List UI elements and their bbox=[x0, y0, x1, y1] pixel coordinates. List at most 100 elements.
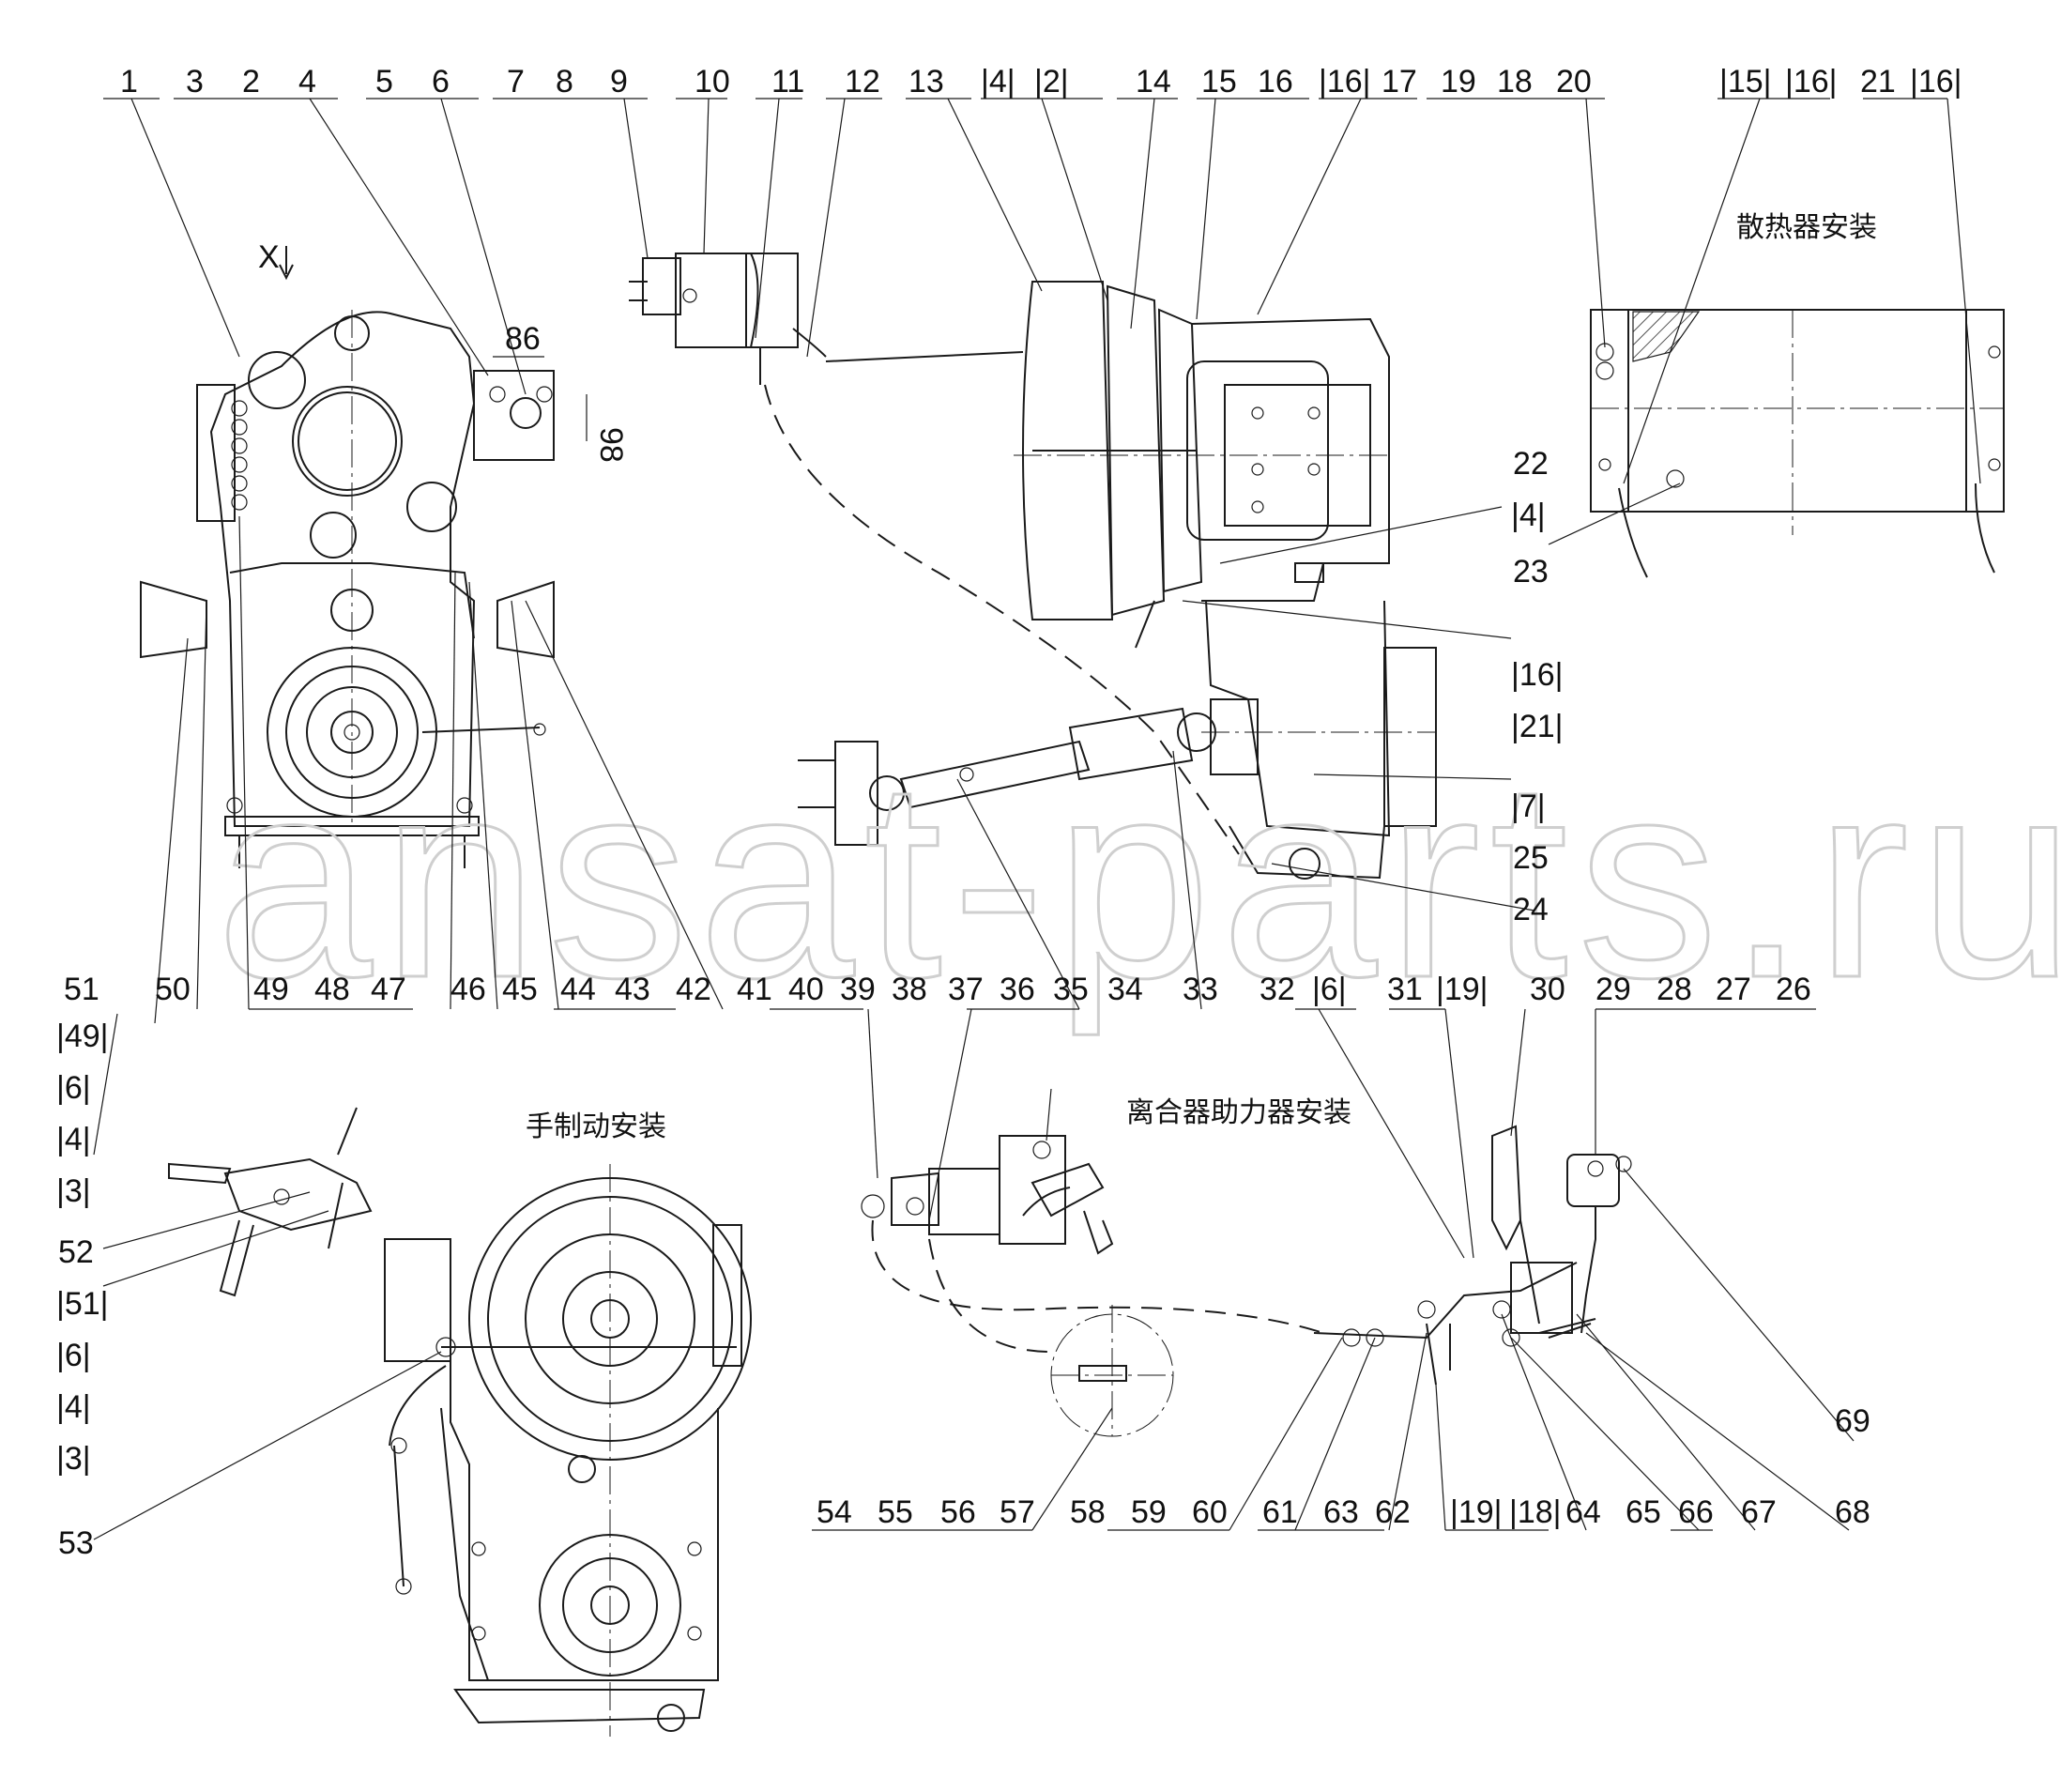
clutch-gearbox-side-view bbox=[1014, 281, 1437, 880]
callout-label: 26 bbox=[1776, 972, 1811, 1007]
callout-label: |18| bbox=[1509, 1494, 1561, 1530]
radiator-installation: 散热器安装 bbox=[1590, 211, 2005, 578]
svg-text:98: 98 bbox=[593, 427, 629, 463]
transmission-front-view bbox=[140, 310, 555, 868]
callout-label: |6| bbox=[56, 1338, 91, 1373]
callout-label: 12 bbox=[845, 64, 880, 100]
callout-label: |2| bbox=[1034, 64, 1069, 100]
callout-label: 58 bbox=[1070, 1494, 1106, 1530]
callout-label: 59 bbox=[1131, 1494, 1167, 1530]
callout-label: 14 bbox=[1136, 64, 1171, 100]
callout-label: 61 bbox=[1262, 1494, 1298, 1530]
callout-label: |3| bbox=[56, 1173, 91, 1209]
callout-label: |21| bbox=[1511, 709, 1563, 744]
callouts-right: 22 |4| 23 |16| |21| |7| 25 24 bbox=[1511, 446, 1563, 927]
callout-label: 36 bbox=[1000, 972, 1035, 1007]
callout-label: 63 bbox=[1323, 1494, 1359, 1530]
callout-label: 8 bbox=[556, 64, 573, 100]
callout-label: 51 bbox=[64, 972, 99, 1007]
callout-label: 22 bbox=[1513, 446, 1549, 482]
view-x-marker: X bbox=[258, 239, 294, 281]
callout-label: 48 bbox=[314, 972, 350, 1007]
callout-label: |16| bbox=[1511, 657, 1563, 693]
callout-label: |6| bbox=[1312, 972, 1347, 1007]
callout-label: |4| bbox=[1511, 498, 1546, 533]
dimension-98: 98 bbox=[586, 394, 629, 463]
callout-label: 24 bbox=[1513, 892, 1549, 927]
watermark-text: ansat-parts.ru bbox=[216, 721, 2061, 1038]
callout-label: 56 bbox=[940, 1494, 976, 1530]
callouts-left-stack-a: |49| |6| |4| |3| bbox=[56, 1019, 108, 1209]
callout-label: 55 bbox=[878, 1494, 913, 1530]
callout-label: 52 bbox=[58, 1234, 94, 1270]
callout-label: 28 bbox=[1656, 972, 1692, 1007]
callout-label: 17 bbox=[1382, 64, 1417, 100]
callout-label: |4| bbox=[981, 64, 1015, 100]
leader-lines bbox=[93, 98, 1981, 1540]
callout-label: 5 bbox=[375, 64, 393, 100]
callout-label: 25 bbox=[1513, 840, 1549, 876]
callout-label: 38 bbox=[892, 972, 927, 1007]
callouts-left-stack-b: 52 |51| |6| |4| |3| 53 bbox=[56, 1234, 108, 1561]
callout-label: |6| bbox=[56, 1070, 91, 1106]
callout-label: 68 bbox=[1835, 1494, 1870, 1530]
callout-label: 65 bbox=[1626, 1494, 1661, 1530]
callout-label: 23 bbox=[1513, 554, 1549, 590]
svg-text:86: 86 bbox=[505, 321, 541, 357]
callout-label: 3 bbox=[186, 64, 204, 100]
callout-label: 19 bbox=[1441, 64, 1476, 100]
callout-label: |51| bbox=[56, 1286, 108, 1322]
callout-label: 69 bbox=[1835, 1403, 1870, 1439]
callout-label: 45 bbox=[502, 972, 538, 1007]
callout-label: 6 bbox=[432, 64, 450, 100]
callout-label: 15 bbox=[1201, 64, 1237, 100]
callout-label: 2 bbox=[242, 64, 260, 100]
callouts-top: 1 3 2 4 5 6 7 8 9 10 11 12 13 |4| |2| 14… bbox=[120, 64, 1962, 100]
callouts-middle: 51 50 49 48 47 46 45 44 43 42 41 40 39 3… bbox=[64, 972, 1811, 1007]
callout-label: 29 bbox=[1595, 972, 1631, 1007]
callout-label: 10 bbox=[695, 64, 730, 100]
callout-label: 7 bbox=[507, 64, 525, 100]
callout-label: 31 bbox=[1387, 972, 1423, 1007]
callout-label: 32 bbox=[1260, 972, 1295, 1007]
callout-label: |16| bbox=[1785, 64, 1837, 100]
callout-label: |16| bbox=[1910, 64, 1962, 100]
callout-label: 57 bbox=[1000, 1494, 1035, 1530]
callout-label: 39 bbox=[840, 972, 876, 1007]
callout-label: 4 bbox=[298, 64, 316, 100]
hydraulic-hose-dashed bbox=[764, 384, 1240, 855]
callout-label: 49 bbox=[253, 972, 289, 1007]
callout-label: 20 bbox=[1556, 64, 1592, 100]
view-x-label: X bbox=[258, 239, 280, 275]
callouts-bottom: 54 55 56 57 58 59 60 61 63 62 |19| |18| … bbox=[817, 1403, 1870, 1530]
callout-label: 16 bbox=[1258, 64, 1293, 100]
callout-label: |16| bbox=[1319, 64, 1370, 100]
callout-label: |4| bbox=[56, 1122, 91, 1157]
callout-label: 64 bbox=[1565, 1494, 1601, 1530]
callout-label: 35 bbox=[1053, 972, 1089, 1007]
clutch-booster-installation: 离合器助力器安装 bbox=[861, 1096, 1632, 1437]
callout-label: 13 bbox=[908, 64, 944, 100]
callout-label: 66 bbox=[1678, 1494, 1714, 1530]
callout-label: 67 bbox=[1741, 1494, 1777, 1530]
callout-label: |4| bbox=[56, 1389, 91, 1425]
callout-label: 53 bbox=[58, 1525, 94, 1561]
callout-label: 21 bbox=[1860, 64, 1896, 100]
callout-label: 47 bbox=[371, 972, 406, 1007]
callout-label: 50 bbox=[155, 972, 191, 1007]
callout-label: 33 bbox=[1183, 972, 1218, 1007]
callout-label: 34 bbox=[1107, 972, 1143, 1007]
callout-label: 40 bbox=[788, 972, 824, 1007]
callout-label: |15| bbox=[1719, 64, 1771, 100]
callout-label: 44 bbox=[560, 972, 596, 1007]
callout-label: 42 bbox=[676, 972, 711, 1007]
callout-label: 60 bbox=[1192, 1494, 1228, 1530]
clutch-booster-installation-title: 离合器助力器安装 bbox=[1126, 1096, 1351, 1129]
callout-label: 1 bbox=[120, 64, 138, 100]
callout-label: 41 bbox=[737, 972, 772, 1007]
callout-label: |3| bbox=[56, 1441, 91, 1477]
callout-label: 9 bbox=[610, 64, 628, 100]
callout-label: 11 bbox=[771, 64, 804, 100]
hydraulic-pump bbox=[629, 253, 827, 385]
hand-brake-installation: 手制动安装 bbox=[168, 1107, 752, 1737]
